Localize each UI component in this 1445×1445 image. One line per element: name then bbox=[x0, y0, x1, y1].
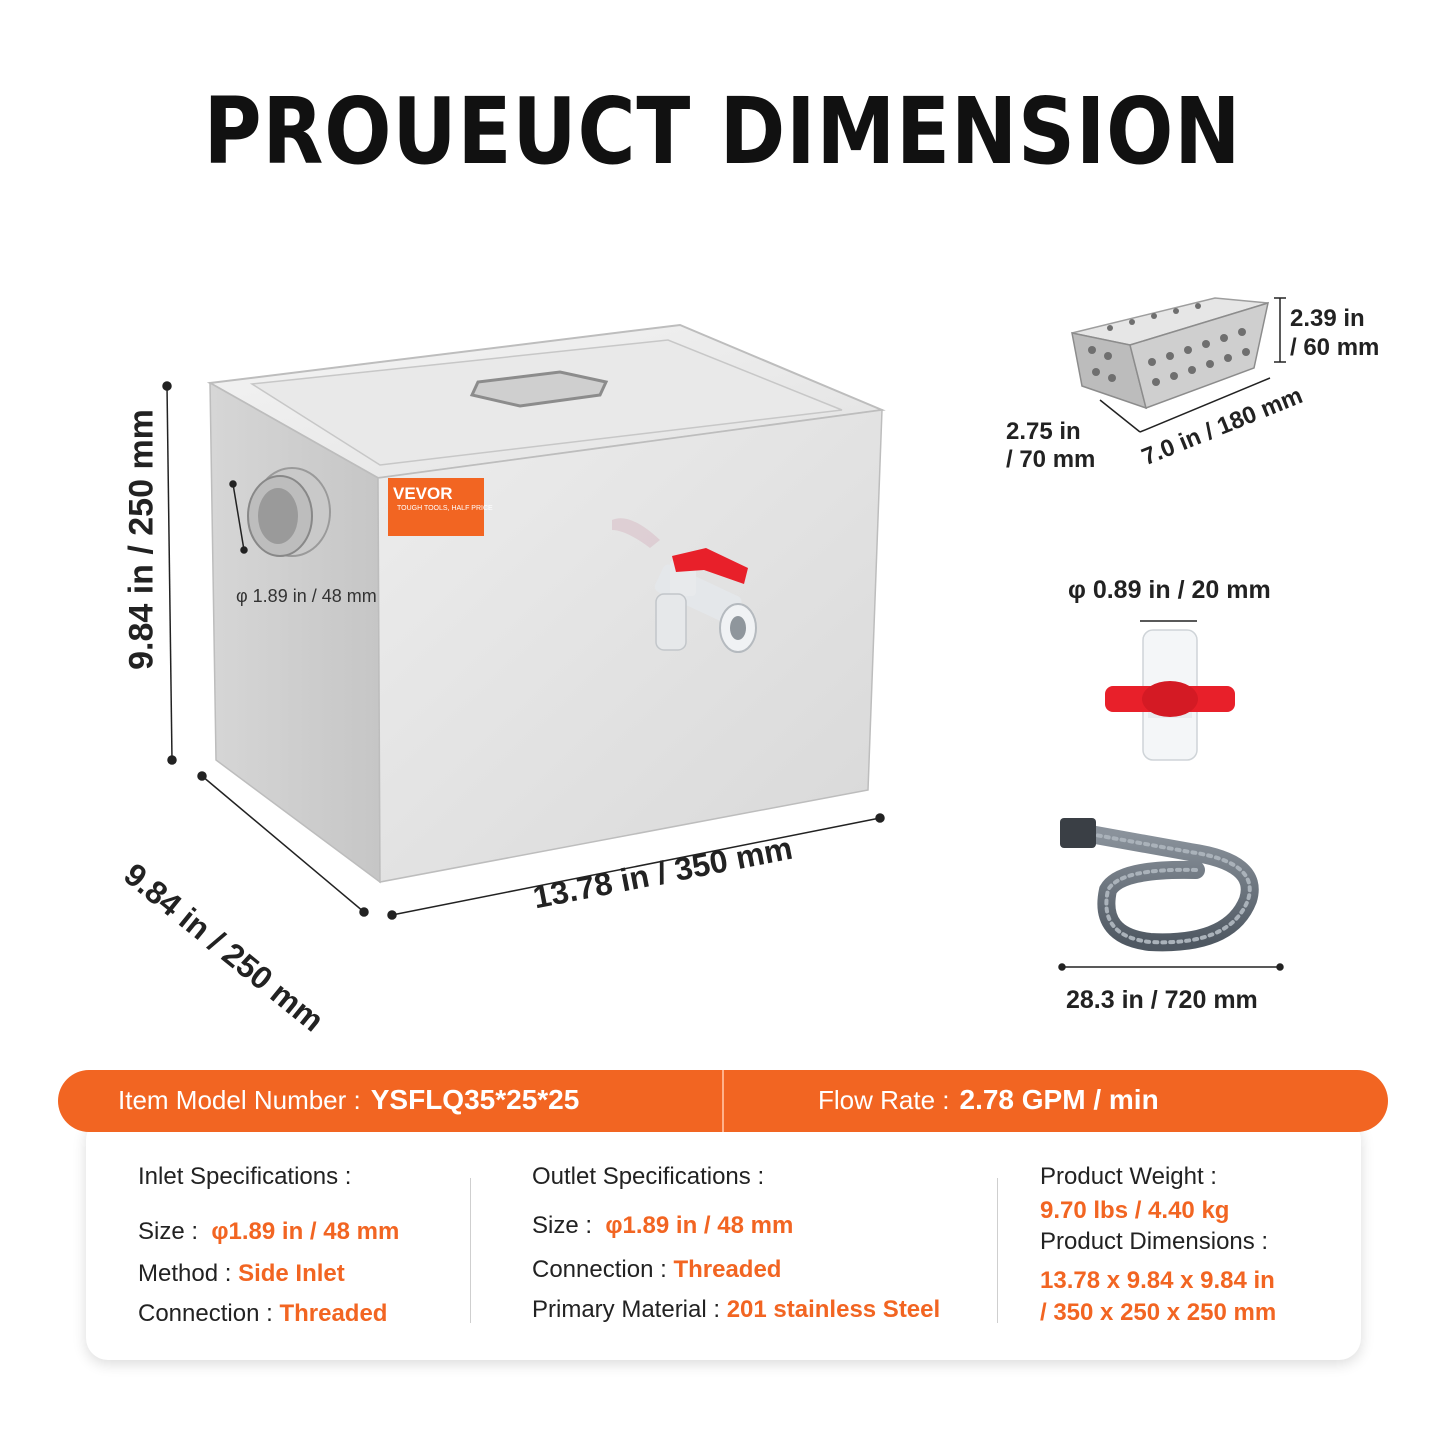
drain-hose bbox=[1060, 818, 1259, 952]
divider-1 bbox=[470, 1178, 471, 1323]
basket-depth-line1: 2.75 in bbox=[1006, 418, 1081, 445]
product-illustration bbox=[162, 297, 1286, 971]
filter-basket bbox=[1071, 297, 1270, 410]
outlet-size-label: Size : bbox=[532, 1212, 593, 1239]
outlet-size-value: φ1.89 in / 48 mm bbox=[605, 1212, 794, 1239]
model-value: YSFLQ35*25*25 bbox=[370, 1084, 580, 1115]
inlet-size-label: Size : bbox=[138, 1218, 199, 1245]
inlet-size-value: φ1.89 in / 48 mm bbox=[211, 1218, 400, 1245]
inlet-heading: Inlet Specifications : bbox=[138, 1163, 352, 1190]
outlet-material-value: 201 stainless Steel bbox=[726, 1296, 941, 1323]
inlet-connection-value: Threaded bbox=[279, 1300, 388, 1327]
tank-height-label: 9.84 in / 250 mm bbox=[122, 409, 161, 670]
valve-diameter-label: φ 0.89 in / 20 mm bbox=[1068, 576, 1271, 604]
bar-divider bbox=[722, 1070, 724, 1132]
brand-tagline: TOUGH TOOLS, HALF PRICE bbox=[397, 505, 493, 512]
model-label: Item Model Number : bbox=[118, 1085, 361, 1115]
basket-height-line1: 2.39 in bbox=[1290, 305, 1365, 332]
divider-2 bbox=[997, 1178, 998, 1323]
vevor-label bbox=[388, 478, 484, 536]
grease-trap-tank bbox=[206, 323, 886, 884]
inlet-method-value: Side Inlet bbox=[238, 1260, 345, 1287]
outlet-connection-value: Threaded bbox=[673, 1256, 782, 1283]
outlet-connection-label: Connection : bbox=[532, 1256, 667, 1283]
basket-depth-line2: / 70 mm bbox=[1006, 446, 1096, 473]
outlet-valve bbox=[1105, 629, 1235, 761]
page-title: PROUEUCT DIMENSION bbox=[203, 78, 1242, 185]
weight-label: Product Weight : bbox=[1040, 1163, 1217, 1190]
weight-value: 9.70 lbs / 4.40 kg bbox=[1040, 1197, 1230, 1224]
flow-value: 2.78 GPM / min bbox=[959, 1084, 1159, 1115]
dims-label: Product Dimensions : bbox=[1040, 1228, 1269, 1255]
brand-logo: VEVOR bbox=[393, 484, 453, 503]
inlet-diameter-label: φ 1.89 in / 48 mm bbox=[236, 586, 377, 606]
basket-height-line2: / 60 mm bbox=[1290, 334, 1380, 361]
spec-card bbox=[86, 1118, 1361, 1360]
dims-value-line1: 13.78 x 9.84 x 9.84 in bbox=[1040, 1267, 1275, 1294]
hose-length-label: 28.3 in / 720 mm bbox=[1066, 986, 1258, 1014]
dims-value-line2: / 350 x 250 x 250 mm bbox=[1040, 1299, 1277, 1326]
outlet-material-label: Primary Material : bbox=[532, 1296, 721, 1323]
flow-label: Flow Rate : bbox=[818, 1085, 950, 1115]
inlet-connection-label: Connection : bbox=[138, 1300, 273, 1327]
spec-bar: Item Model Number : YSFLQ35*25*25 Flow Ra… bbox=[58, 1070, 1388, 1132]
inlet-method-label: Method : bbox=[138, 1260, 232, 1287]
outlet-heading: Outlet Specifications : bbox=[532, 1163, 765, 1190]
